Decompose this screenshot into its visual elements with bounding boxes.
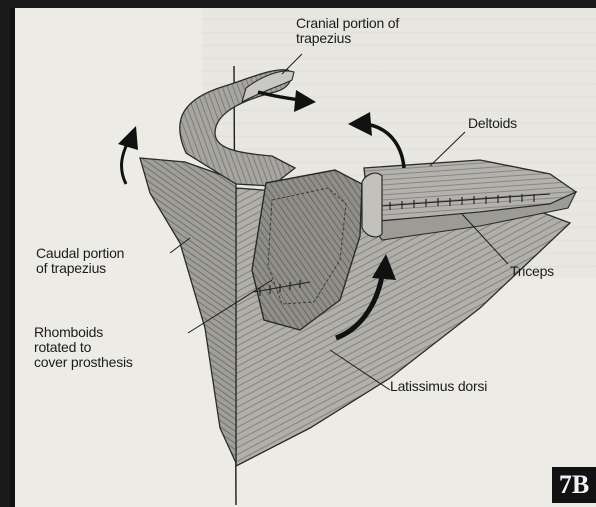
figure-number-badge: 7B	[552, 467, 596, 503]
label-caudal-trapezius: Caudal portion of trapezius	[36, 246, 124, 276]
arm-shoulder-joint	[362, 173, 382, 237]
arrow-cranial-right-head	[294, 90, 316, 112]
arrow-caudal-up	[122, 142, 128, 184]
arrow-deltoid-left	[366, 124, 404, 168]
arrow-cranial-right	[258, 92, 300, 100]
arrow-caudal-up-head	[118, 126, 138, 150]
label-latissimus-dorsi: Latissimus dorsi	[390, 379, 487, 394]
caudal-trapezius-muscle	[140, 158, 236, 463]
label-rhomboids: Rhomboids rotated to cover prosthesis	[34, 325, 133, 370]
label-cranial-trapezius: Cranial portion of trapezius	[296, 16, 399, 46]
label-deltoids: Deltoids	[468, 116, 517, 131]
arrow-deltoid-left-head	[348, 112, 372, 136]
figure-page: Cranial portion of trapezius Deltoids Ca…	[10, 8, 596, 507]
label-triceps: Triceps	[510, 264, 554, 279]
